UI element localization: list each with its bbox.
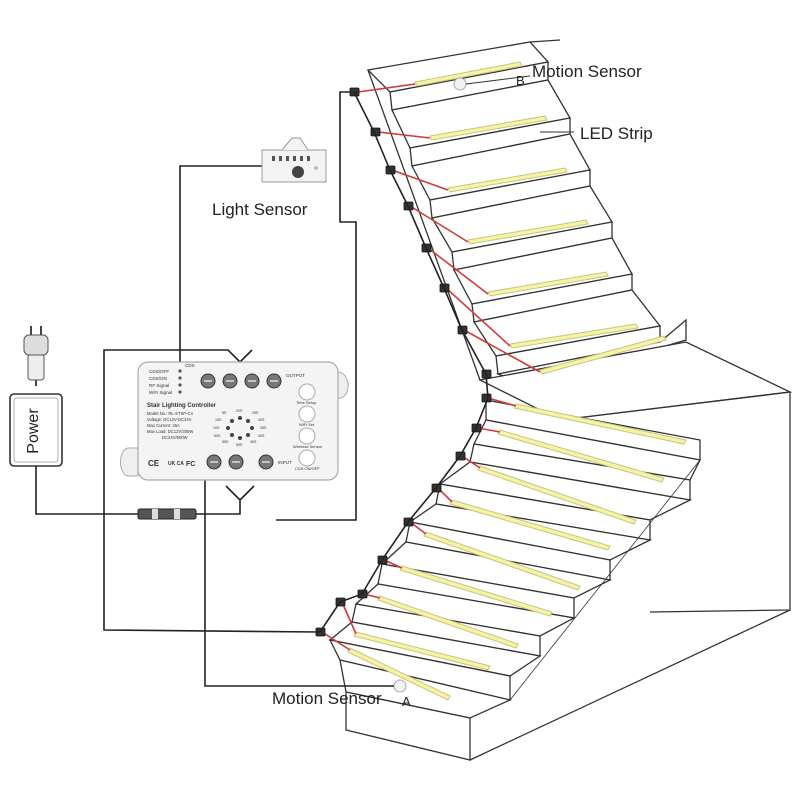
cert-mark-ce: CE: [148, 459, 160, 468]
spec-5: DC24V/600W: [162, 435, 188, 440]
spec-3: Max Current: 25A: [147, 423, 180, 428]
button-label-wifi-set: WiFi Set: [299, 422, 315, 427]
stair-lighting-controller: [120, 361, 349, 481]
motion-sensor-bottom-tag: A: [402, 694, 411, 709]
cert-mark-fc: FC: [186, 461, 195, 468]
dial-label-15s: 15S: [215, 418, 222, 422]
control-wiring: [35, 91, 394, 687]
indicator-label-3: RF Signal: [149, 383, 169, 388]
dial-label-45s: 45S: [250, 440, 257, 444]
power-label: Power: [25, 408, 42, 454]
light-sensor-label: Light Sensor: [212, 200, 308, 219]
power-supply: [9, 326, 63, 467]
dial-label-5s: 5S: [222, 411, 227, 415]
button-label-cds-onoff: CDS ON/OFF: [295, 466, 320, 471]
input-label: INPUT: [278, 460, 292, 465]
spec-1: Model No.: RL-STSP-C4: [147, 411, 194, 416]
motion-sensor-bottom-label: Motion Sensor: [272, 689, 382, 708]
indicator-label-2: CDS/ON: [149, 376, 167, 381]
dial-label-60s: 60S: [214, 434, 221, 438]
dial-label-20s: 20S: [236, 409, 243, 413]
dial-label-30s: 30S: [258, 418, 265, 422]
dial-label-50s: 50S: [236, 443, 243, 447]
dial-label-25s: 25S: [252, 411, 259, 415]
dial-label-35s: 35S: [260, 426, 267, 430]
led-strip-label: LED Strip: [580, 124, 653, 143]
motion-sensor-top-tag: B: [516, 73, 525, 88]
inline-connector: [137, 508, 197, 520]
upper-staircase: [366, 39, 793, 421]
cert-mark-ukca: UK CA: [168, 461, 184, 467]
motion-sensor-b-device: [453, 75, 531, 91]
dial-label-10s: 10S: [213, 426, 220, 430]
dial-label-40s: 40S: [258, 434, 265, 438]
stair-bus-wire: [319, 91, 489, 633]
button-label-time-setup: Time Setup: [296, 400, 317, 405]
motion-sensor-a-device: [393, 679, 407, 693]
light-sensor-device: [261, 137, 327, 183]
led-strips: [347, 61, 687, 701]
button-label-wireless-sensor: Wireless Sensor: [293, 444, 323, 449]
indicator-label-1: CDS/OFF: [149, 369, 169, 374]
cds-label: CDS: [185, 363, 195, 368]
motion-sensor-top-label: Motion Sensor: [532, 62, 642, 81]
spec-4: Max Load: DC12V/300W: [147, 429, 193, 434]
indicator-label-4: WiFi Signal: [149, 390, 172, 395]
dial-label-55s: 55S: [222, 440, 229, 444]
output-label: OUTPUT: [286, 373, 305, 378]
controller-title: Stair Lighting Controller: [147, 403, 217, 409]
spec-2: Voltage: DC12V-DC24V: [147, 417, 192, 422]
